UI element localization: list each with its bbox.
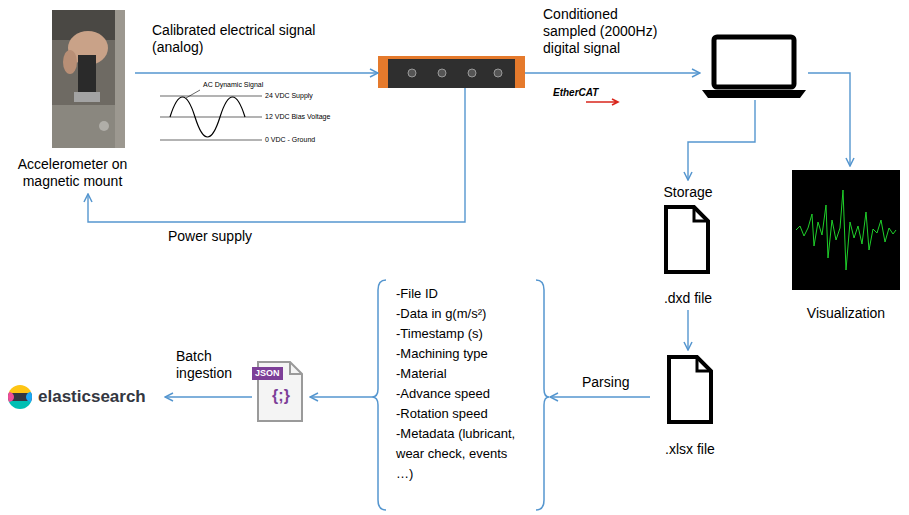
left-bracket bbox=[372, 280, 386, 510]
connector bbox=[494, 69, 502, 77]
label-holder: AC Dynamic Signal bbox=[203, 81, 263, 89]
node-text: -Advance speed bbox=[396, 384, 524, 404]
flow-arrow bbox=[525, 72, 700, 73]
edge-label-holder: Parsing bbox=[582, 374, 629, 391]
flow-arrow bbox=[135, 72, 378, 73]
edge-label: Batch ingestion bbox=[176, 348, 246, 382]
diagram-node: .xlsx file bbox=[650, 350, 730, 458]
node-text: .dxd file bbox=[664, 290, 712, 307]
node-text: -Machining type bbox=[396, 344, 524, 364]
logo-dot bbox=[4, 392, 14, 402]
edge-label: Power supply bbox=[168, 228, 252, 245]
label-holder: 0 VDC - Ground bbox=[265, 136, 315, 144]
diagram-node: Accelerometer on magnetic mount bbox=[10, 8, 135, 194]
file-fold bbox=[694, 207, 708, 221]
edge-label-holder: Power supply bbox=[168, 228, 252, 245]
diagram-node: Visualization bbox=[788, 166, 904, 322]
signal-sketch bbox=[160, 90, 262, 140]
logo-band bbox=[8, 401, 32, 409]
diagram-node bbox=[378, 55, 525, 88]
device-cap bbox=[515, 56, 525, 88]
laptop-screen bbox=[714, 37, 794, 87]
sine-wave bbox=[170, 97, 245, 137]
flow-arrow bbox=[165, 396, 252, 397]
flow-arrow bbox=[88, 88, 465, 222]
file-fold bbox=[697, 357, 711, 371]
device-body bbox=[378, 56, 525, 88]
node-text: -File ID bbox=[396, 284, 524, 304]
diagram-label: 12 VDC Bias Voltage bbox=[265, 113, 330, 121]
ethercat-arrow bbox=[586, 99, 618, 105]
scope-screen bbox=[792, 170, 900, 290]
diagram-node: -File ID-Data in g(m/s²)-Timestamp (s)-M… bbox=[372, 278, 550, 512]
flow-arrow bbox=[687, 310, 688, 350]
accelerometer-photo bbox=[52, 10, 125, 148]
flow-arrow bbox=[310, 396, 372, 397]
label-holder: 12 VDC Bias Voltage bbox=[265, 113, 330, 121]
laptop-icon bbox=[702, 37, 806, 98]
diagram-label: 0 VDC - Ground bbox=[265, 136, 315, 144]
logo-dot bbox=[26, 392, 36, 402]
edge-label: Calibrated electrical signal (analog) bbox=[152, 22, 342, 56]
machine-part bbox=[115, 10, 125, 148]
right-bracket bbox=[536, 280, 549, 510]
json-fold bbox=[290, 362, 302, 374]
device-cap bbox=[378, 56, 388, 88]
file-icon bbox=[666, 207, 708, 272]
scope-trace bbox=[796, 190, 896, 270]
node-text: JSON bbox=[252, 367, 283, 380]
label-holder: EtherCAT bbox=[553, 87, 598, 99]
edge-label: Parsing bbox=[582, 374, 629, 391]
node-text: Storage bbox=[663, 184, 712, 201]
flow-arrow bbox=[808, 73, 850, 166]
laptop-base bbox=[702, 90, 806, 98]
edge-label-holder: Calibrated electrical signal (analog) bbox=[152, 22, 342, 56]
elastic-logo bbox=[4, 385, 36, 409]
node-text: elasticsearch bbox=[38, 387, 159, 407]
device-trim bbox=[388, 56, 515, 59]
bolt bbox=[99, 121, 109, 131]
diagram-label: EtherCAT bbox=[553, 87, 598, 99]
diagram-label: 24 VDC Supply bbox=[265, 92, 313, 100]
node-text: -Rotation speed bbox=[396, 404, 524, 424]
flow-arrow bbox=[550, 396, 650, 397]
edge-label: Conditioned sampled (2000Hz) digital sig… bbox=[543, 6, 665, 57]
diagram-node: Storage .dxd file bbox=[648, 180, 728, 310]
edge-label-holder: Batch ingestion bbox=[176, 348, 246, 382]
diagram-label: AC Dynamic Signal bbox=[203, 81, 263, 89]
node-text: .xlsx file bbox=[665, 441, 715, 458]
sensor-body bbox=[78, 55, 96, 95]
connector bbox=[408, 69, 416, 77]
node-text: -Metadata (lubricant, wear check, events… bbox=[396, 424, 524, 484]
node-text: Visualization bbox=[807, 305, 885, 322]
leader-line bbox=[186, 90, 200, 98]
file-icon bbox=[669, 357, 711, 422]
machine-block bbox=[52, 105, 115, 148]
level-line bbox=[160, 140, 262, 141]
photo-ground bbox=[52, 10, 125, 148]
diagram-node: elasticsearch bbox=[5, 381, 165, 413]
magnetic-mount bbox=[74, 92, 100, 102]
edge-label-holder: Conditioned sampled (2000Hz) digital sig… bbox=[543, 6, 665, 57]
node-text: {;} bbox=[272, 387, 290, 405]
file-page bbox=[666, 207, 708, 272]
node-text: -Timestamp (s) bbox=[396, 324, 524, 344]
node-text: -Material bbox=[396, 364, 524, 384]
node-text: -Data in g(m/s²) bbox=[396, 304, 524, 324]
diagram-node: JSON {;} bbox=[252, 360, 310, 424]
connector bbox=[438, 69, 446, 77]
daq-device bbox=[378, 56, 525, 88]
logo-band bbox=[8, 385, 32, 393]
flow-arrow bbox=[688, 100, 755, 180]
level-line bbox=[160, 96, 262, 97]
scope-ground bbox=[792, 170, 900, 290]
node-text: Accelerometer on magnetic mount bbox=[13, 156, 133, 190]
finger bbox=[63, 50, 77, 74]
file-page bbox=[669, 357, 711, 422]
diagram-node bbox=[700, 32, 808, 100]
label-holder: 24 VDC Supply bbox=[265, 92, 313, 100]
connector bbox=[468, 69, 476, 77]
level-line bbox=[160, 117, 262, 118]
